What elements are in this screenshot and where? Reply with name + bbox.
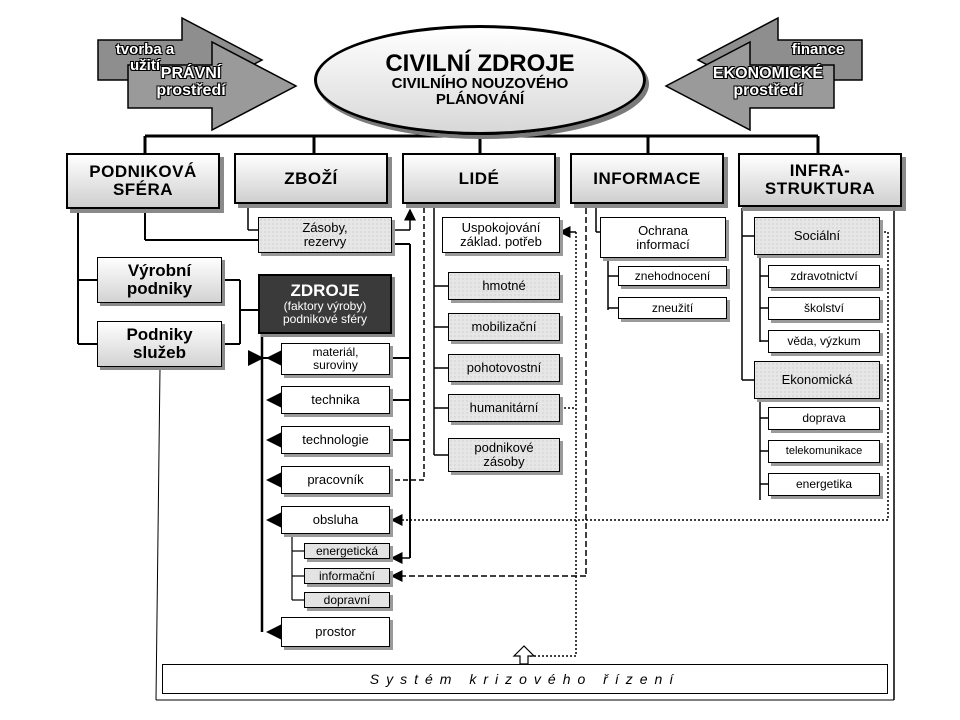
zdroj-material-box: materiál, suroviny — [281, 343, 390, 375]
zdroj-prostor-box: prostor — [281, 617, 390, 647]
right-arrow-front-label: EKONOMICKÉ prostředí — [712, 65, 824, 99]
left-arrow-back-label: tvorba a užití — [115, 41, 175, 74]
infra-zdravotnictvi-box: zdravotnictví — [768, 265, 880, 288]
category-infrastruktura: INFRA- STRUKTURA — [738, 153, 902, 207]
system-up-arrow — [512, 645, 536, 665]
infra-doprava-box: doprava — [768, 407, 880, 430]
ochrana-informaci-box: Ochrana informací — [600, 217, 726, 258]
lide-mobilizacni-box: mobilizační — [448, 313, 560, 341]
infra-energetika-box: energetika — [768, 473, 880, 496]
zdroj-technika-box: technika — [281, 386, 390, 414]
vyrobni-podniky-box: Výrobní podniky — [97, 257, 222, 303]
uspokojovani-potreb-box: Uspokojování základ. potřeb — [442, 217, 560, 253]
zdroj-obsluha-box: obsluha — [281, 506, 390, 534]
economic-environment-arrow — [664, 16, 863, 132]
zasoby-rezervy-box: Zásoby, rezervy — [258, 217, 392, 253]
category-podnikova-sfera: PODNIKOVÁ SFÉRA — [66, 153, 220, 209]
category-lide: LIDÉ — [402, 153, 556, 204]
lide-humanitarni-box: humanitární — [448, 394, 560, 422]
infra-ekonomicka-box: Ekonomická — [754, 361, 880, 399]
zdroje-subtitle: (faktory výroby) podnikové sféry — [282, 299, 368, 326]
center-title: CIVILNÍ ZDROJE — [385, 49, 575, 77]
informace-znehodnoceni-box: znehodnocení — [618, 266, 727, 286]
center-title-ellipse: CIVILNÍ ZDROJE CIVILNÍHO NOUZOVÉHO PLÁNO… — [314, 25, 646, 135]
obsluha-dopravni-box: dopravní — [304, 592, 390, 608]
legal-environment-arrow — [97, 16, 298, 132]
obsluha-informacni-box: informační — [304, 568, 390, 584]
right-arrow-back-label: finance — [791, 41, 845, 58]
lide-pohotovostni-box: pohotovostní — [448, 354, 560, 382]
system-krizoveho-rizeni: Systém krizového řízení — [162, 664, 888, 694]
category-informace: INFORMACE — [570, 153, 724, 204]
center-subtitle: CIVILNÍHO NOUZOVÉHO PLÁNOVÁNÍ — [391, 74, 569, 108]
left-arrow-front-label: PRÁVNÍ prostředí — [156, 65, 226, 99]
zdroje-box: ZDROJE (faktory výroby) podnikové sféry — [258, 274, 392, 334]
zdroje-title: ZDROJE — [290, 281, 360, 301]
obsluha-energeticka-box: energetická — [304, 543, 390, 559]
lide-hmotne-box: hmotné — [448, 272, 560, 300]
infra-telekomunikace-box: telekomunikace — [768, 440, 880, 463]
infra-veda-vyzkum-box: věda, výzkum — [768, 330, 880, 353]
infra-socialni-box: Sociální — [754, 217, 880, 255]
zdroj-technologie-box: technologie — [281, 426, 390, 454]
infra-skolstvi-box: školství — [768, 297, 880, 320]
category-zbozi: ZBOŽÍ — [234, 153, 388, 204]
informace-zneuziti-box: zneužití — [618, 297, 727, 319]
podniky-sluzeb-box: Podniky služeb — [97, 321, 222, 367]
lide-podnikove-zasoby-box: podnikové zásoby — [448, 438, 560, 472]
zdroj-pracovnik-box: pracovník — [281, 466, 390, 494]
